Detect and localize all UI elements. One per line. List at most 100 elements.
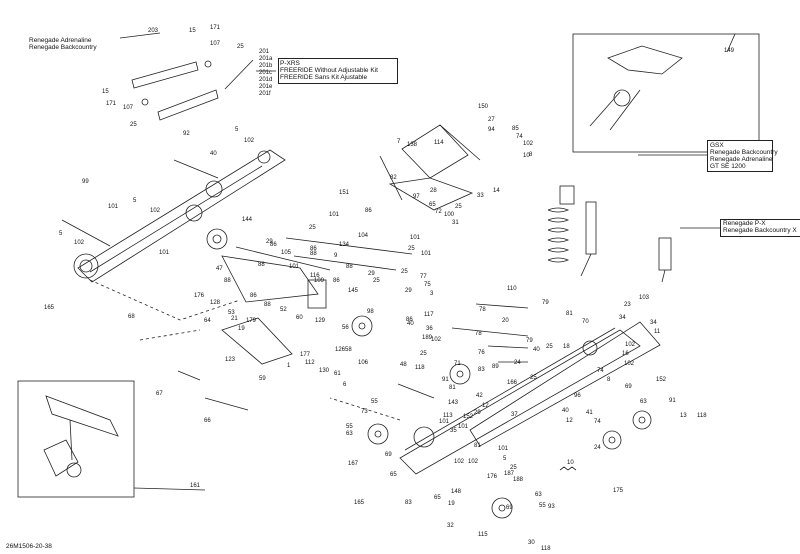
part-callout-86: 86 <box>365 208 372 214</box>
part-callout-74: 74 <box>594 419 601 425</box>
part-callout-101: 101 <box>108 204 119 210</box>
part-callout-118: 118 <box>697 413 707 419</box>
part-callout-106: 106 <box>358 360 369 366</box>
top-left-note-adrenaline: Renegade Adrenaline <box>29 37 92 44</box>
part-callout-29: 29 <box>405 288 412 294</box>
part-callout-13: 13 <box>680 413 687 419</box>
part-callout-29: 29 <box>368 271 375 277</box>
part-callout-15: 15 <box>102 89 109 95</box>
part-callout-29: 29 <box>474 410 481 416</box>
part-callout-64: 64 <box>204 318 211 324</box>
part-callout-188: 188 <box>513 477 524 483</box>
part-callout-113: 113 <box>443 413 453 419</box>
part-callout-203: 203 <box>148 28 159 34</box>
part-callout-56: 56 <box>342 325 349 331</box>
part-callout-81: 81 <box>474 443 481 449</box>
part-callout-101: 101 <box>421 251 432 257</box>
part-callout-10: 10 <box>523 153 530 159</box>
part-callout-33: 33 <box>477 193 484 199</box>
variant-ref-201b: 201b <box>259 63 273 69</box>
variant-note-pxrs: P-XRS <box>280 60 300 67</box>
part-callout-102: 102 <box>454 459 465 465</box>
part-callout-94: 94 <box>488 127 495 133</box>
inset-box-149 <box>572 33 760 153</box>
right-note-box <box>720 219 800 237</box>
part-callout-167: 167 <box>348 461 359 467</box>
part-callout-36: 36 <box>426 326 433 332</box>
part-callout-102: 102 <box>431 337 442 343</box>
variant-ref-201f: 201f <box>259 91 271 97</box>
part-callout-5: 5 <box>59 231 63 237</box>
part-callout-61: 61 <box>334 371 341 377</box>
part-callout-171: 171 <box>210 25 221 31</box>
part-callout-25: 25 <box>420 351 427 357</box>
part-callout-101: 101 <box>410 235 421 241</box>
part-callout-114: 114 <box>434 140 444 146</box>
part-callout-86: 86 <box>406 317 413 323</box>
part-callout-10: 10 <box>567 460 574 466</box>
part-callout-65: 65 <box>434 495 441 501</box>
part-callout-81: 81 <box>449 385 456 391</box>
part-callout-25: 25 <box>373 278 380 284</box>
part-callout-179: 179 <box>246 318 257 324</box>
gsx-note-box <box>707 140 773 172</box>
part-callout-134: 134 <box>339 242 350 248</box>
part-callout-165: 165 <box>354 500 365 506</box>
part-callout-21: 21 <box>231 316 238 322</box>
part-callout-19: 19 <box>448 501 455 507</box>
part-callout-12: 12 <box>566 418 573 424</box>
part-callout-35: 35 <box>450 428 457 434</box>
part-callout-16: 16 <box>622 351 629 357</box>
part-callout-78: 78 <box>479 307 486 313</box>
diagram-reference-code: 26M1506-20-38 <box>6 543 52 550</box>
part-callout-25: 25 <box>401 269 408 275</box>
part-callout-20: 20 <box>502 318 509 324</box>
part-callout-92: 92 <box>183 131 190 137</box>
part-callout-72: 72 <box>435 209 442 215</box>
part-callout-79: 79 <box>542 300 549 306</box>
part-callout-69: 69 <box>506 505 513 511</box>
part-callout-11: 11 <box>654 329 661 335</box>
part-callout-129: 129 <box>315 318 326 324</box>
top-left-note-backcountry: Renegade Backcountry <box>29 44 97 51</box>
part-callout-9: 9 <box>334 253 338 259</box>
part-callout-52: 52 <box>280 307 287 313</box>
part-callout-143: 143 <box>448 400 459 406</box>
part-callout-60: 60 <box>296 315 303 321</box>
part-callout-112: 112 <box>305 360 315 366</box>
part-callout-93: 93 <box>548 504 555 510</box>
part-callout-88: 88 <box>224 278 231 284</box>
part-callout-85: 85 <box>512 126 519 132</box>
part-callout-100: 100 <box>444 212 455 218</box>
part-callout-31: 31 <box>452 220 459 226</box>
part-callout-68: 68 <box>128 314 135 320</box>
part-callout-118: 118 <box>541 546 551 552</box>
part-callout-116: 116 <box>310 273 320 279</box>
part-callout-145: 145 <box>348 288 359 294</box>
gsx-note-adrenaline: Renegade Adrenaline <box>710 156 773 163</box>
right-note-px: Renegade P-X <box>723 220 766 227</box>
part-callout-99: 99 <box>82 179 89 185</box>
part-callout-151: 151 <box>339 190 350 196</box>
part-callout-59: 59 <box>259 376 266 382</box>
part-callout-101: 101 <box>159 250 170 256</box>
part-callout-102: 102 <box>625 342 636 348</box>
part-callout-28: 28 <box>430 188 437 194</box>
part-callout-97: 97 <box>413 194 420 200</box>
part-callout-130: 130 <box>319 368 330 374</box>
part-callout-128: 128 <box>210 300 221 306</box>
part-callout-47: 47 <box>216 266 223 272</box>
part-callout-102: 102 <box>244 138 255 144</box>
variant-ref-201c: 201c <box>259 70 273 76</box>
part-callout-176: 176 <box>194 293 205 299</box>
part-callout-102: 102 <box>624 361 635 367</box>
part-callout-101: 101 <box>289 264 300 270</box>
part-callout-117: 117 <box>424 312 434 318</box>
part-callout-86: 86 <box>270 242 277 248</box>
part-callout-86: 86 <box>310 246 317 252</box>
part-callout-25: 25 <box>408 246 415 252</box>
part-callout-110: 110 <box>507 286 517 292</box>
part-callout-40: 40 <box>533 347 540 353</box>
part-callout-58: 58 <box>345 347 352 353</box>
